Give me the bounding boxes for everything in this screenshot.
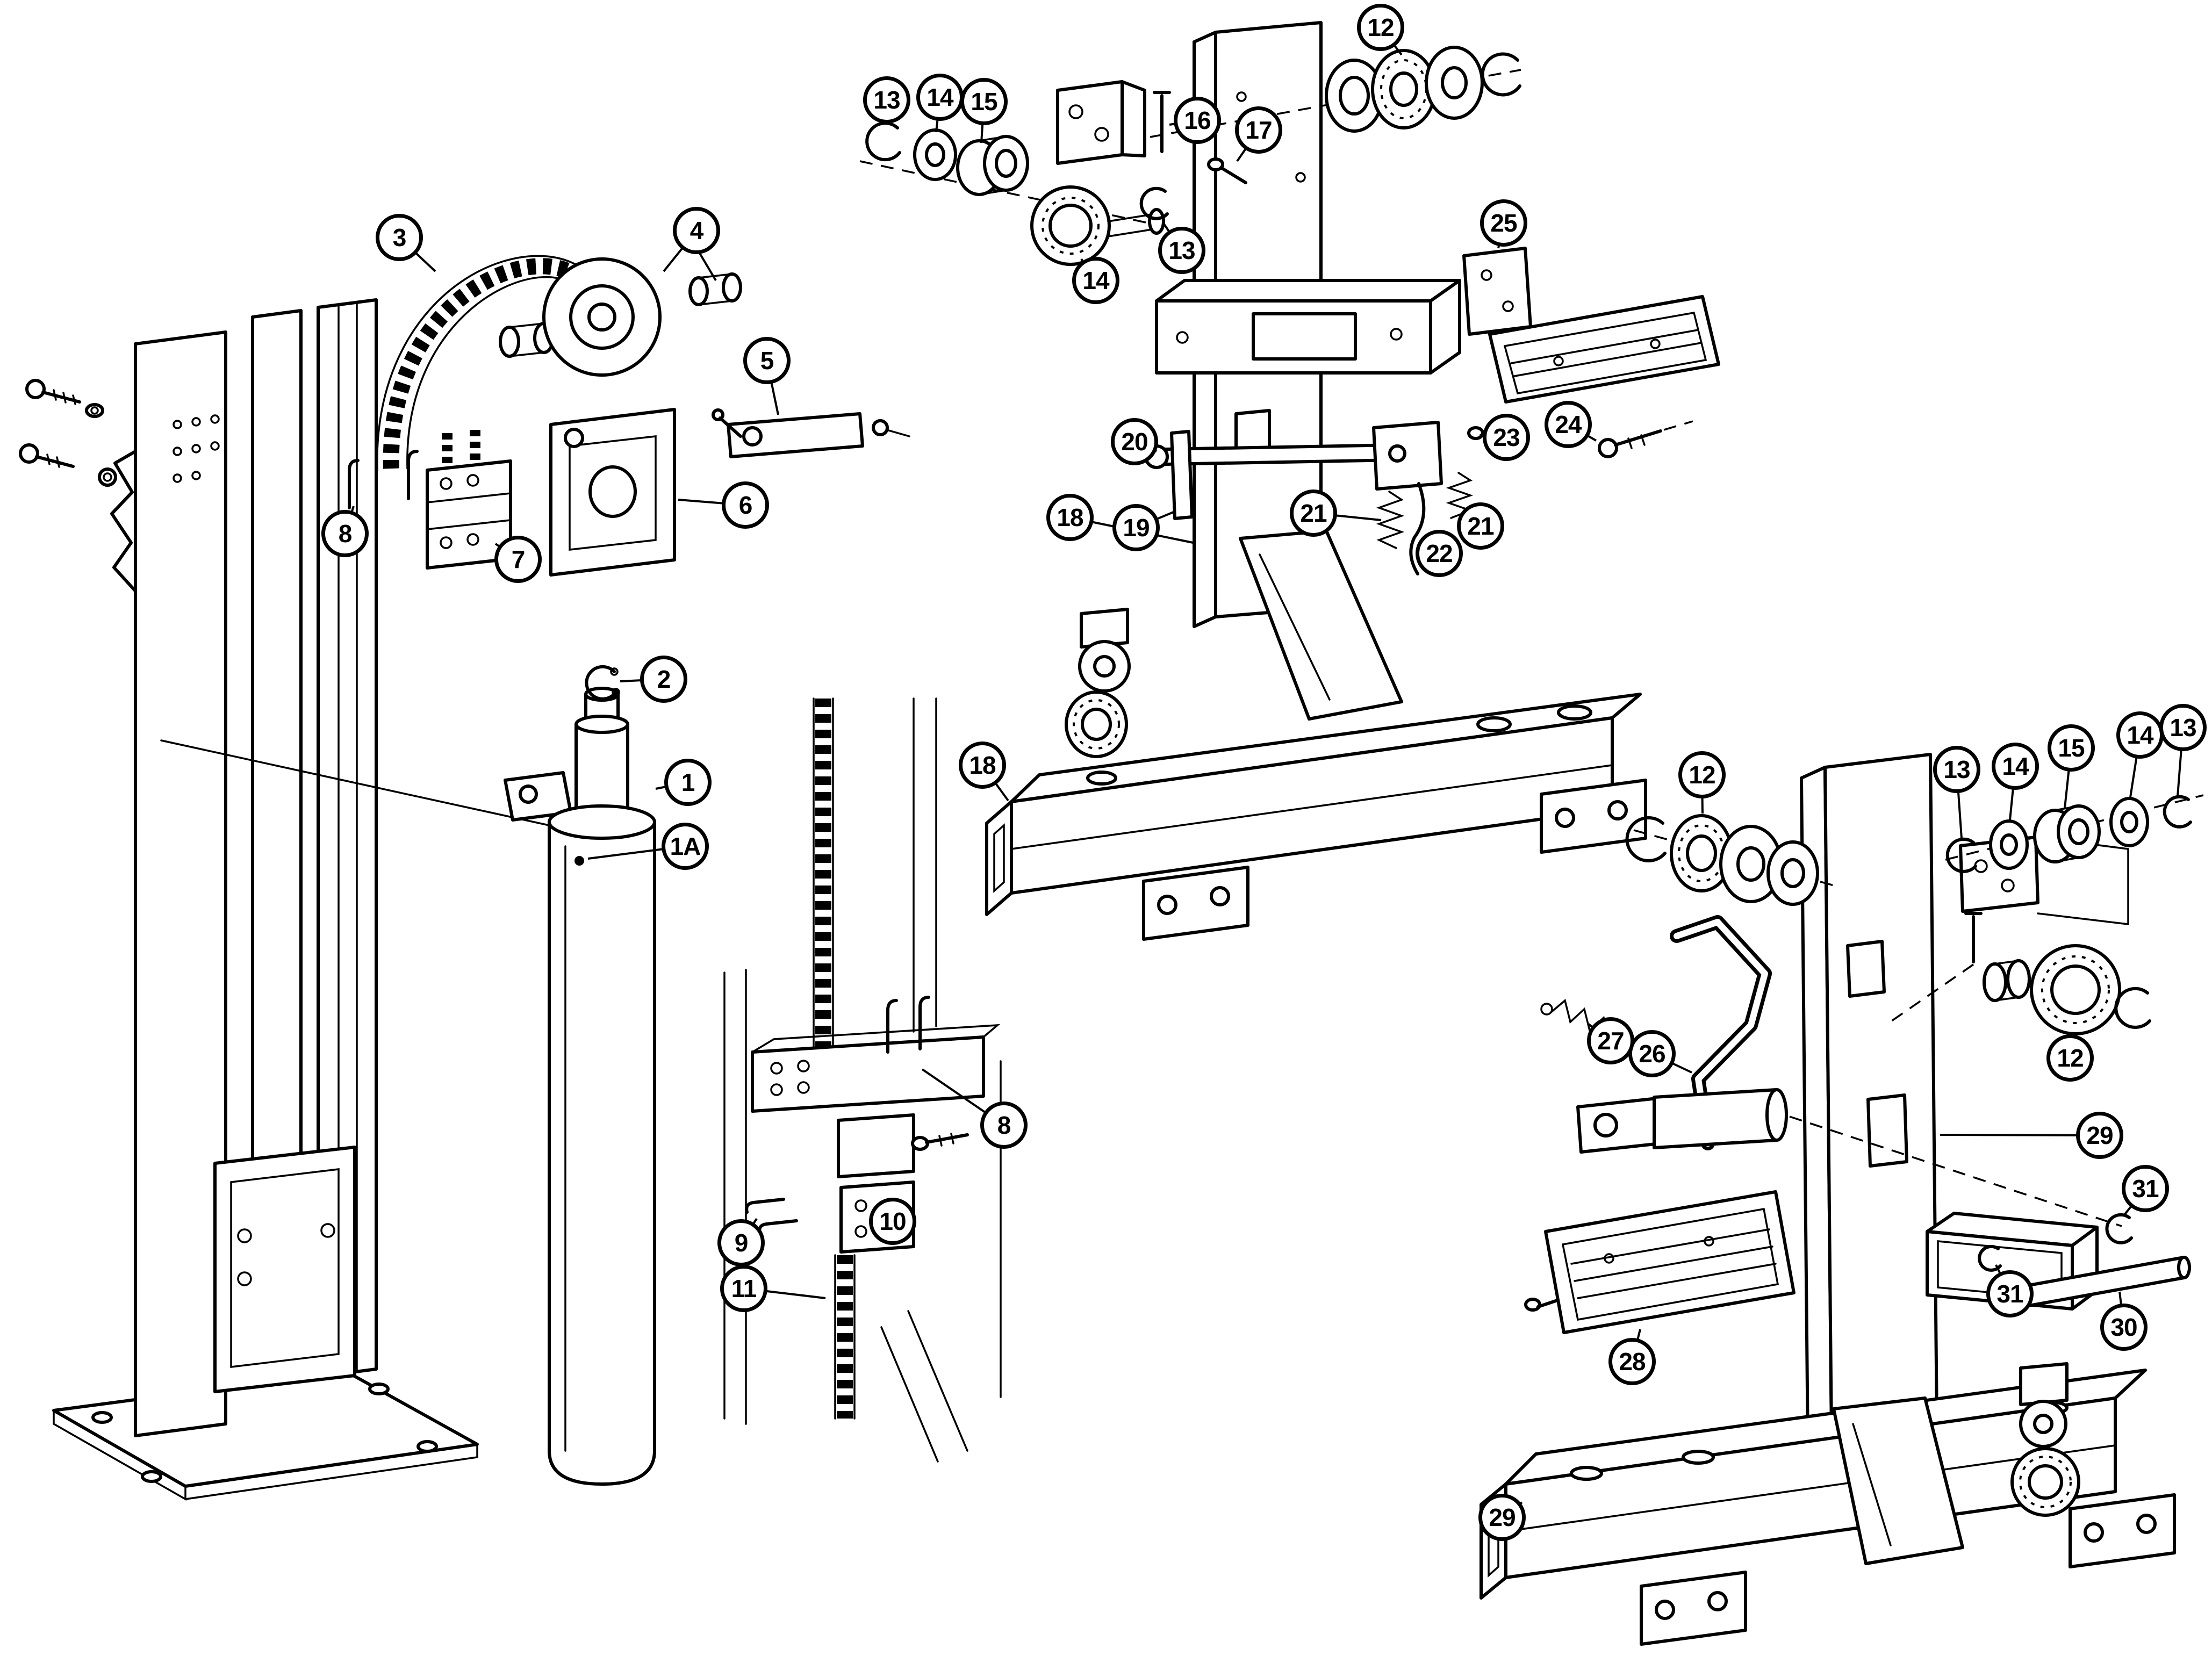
leader-line-31-44 bbox=[2123, 1187, 2146, 1216]
snap-ring bbox=[585, 665, 620, 701]
leader-line-9-10 bbox=[740, 1218, 758, 1244]
upper-carriage-assembly bbox=[859, 21, 1720, 941]
angle-bracket bbox=[549, 408, 676, 577]
leader-line-19-30 bbox=[1136, 510, 1175, 529]
chain-anchor-detail bbox=[723, 697, 1002, 1463]
lower-carriage-assembly bbox=[1480, 753, 2204, 1646]
chain-pulley bbox=[499, 257, 742, 377]
leader-line-14-22 bbox=[2009, 766, 2016, 820]
leader-line-12-14 bbox=[1701, 774, 1704, 814]
leader-line-15-25 bbox=[2064, 747, 2072, 809]
chain-anchor-block bbox=[426, 459, 512, 570]
leader-line-14-20 bbox=[935, 97, 941, 133]
leader-line-3-3 bbox=[398, 236, 436, 272]
mounting-bolts bbox=[19, 379, 117, 487]
leader-line-21-33 bbox=[1463, 512, 1482, 527]
leader-line-13-19 bbox=[2177, 727, 2184, 797]
leader-line-11-12 bbox=[743, 1287, 826, 1299]
leader-line-24-36 bbox=[1568, 423, 1597, 442]
leader-line-30-43 bbox=[2118, 1291, 2125, 1328]
bleed-hole bbox=[574, 856, 584, 866]
leader-line-12-13 bbox=[1380, 26, 1403, 56]
mast-column-assembly bbox=[19, 255, 910, 1501]
leader-line-14-23 bbox=[2129, 735, 2141, 798]
leader-line-4-4 bbox=[663, 229, 698, 272]
clevis-pins bbox=[348, 450, 419, 509]
leader-line-5-5 bbox=[766, 360, 779, 415]
leader-line-2-2 bbox=[620, 678, 664, 682]
leader-line-28-40 bbox=[1631, 1329, 1641, 1362]
leader-line-23-35 bbox=[1482, 432, 1507, 438]
leader-line-6-6 bbox=[678, 499, 746, 506]
hydraulic-cylinder bbox=[504, 665, 656, 1486]
leader-line-25-37 bbox=[1497, 222, 1505, 249]
leader-line-12-15 bbox=[2069, 1034, 2077, 1059]
leader-line-21-32 bbox=[1313, 512, 1382, 521]
anchor-strap bbox=[712, 408, 910, 458]
lift-chain bbox=[376, 255, 597, 472]
leader-line-13-18 bbox=[1956, 769, 1963, 839]
leader-line-18-29 bbox=[981, 764, 1009, 802]
leader-line-13-17 bbox=[1162, 221, 1183, 251]
leader-line-18-28 bbox=[1069, 516, 1194, 544]
leader-line-15-24 bbox=[980, 101, 985, 143]
leader-line-22-34 bbox=[1420, 552, 1440, 562]
leader-line-1-0 bbox=[655, 781, 688, 790]
leader-line-13-16 bbox=[885, 99, 888, 125]
leader-line-14-21 bbox=[1080, 258, 1097, 282]
leader-line-26-38 bbox=[1651, 1053, 1692, 1074]
